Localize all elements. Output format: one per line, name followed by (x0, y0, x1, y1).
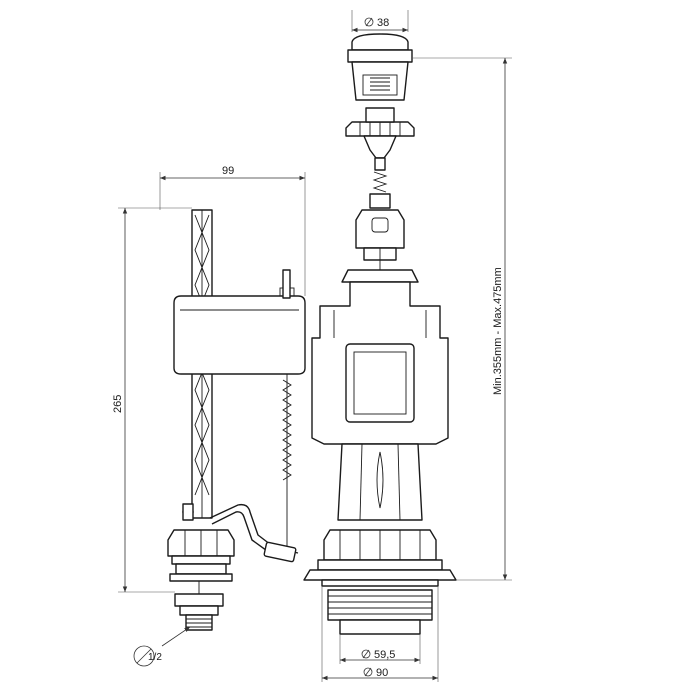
flush-valve (303, 33, 457, 635)
flange (303, 569, 457, 581)
dim-flush-valve-height: Min.355mm - Max.475mm (412, 57, 512, 581)
lever-arm (209, 503, 299, 554)
dim-button-diameter-label: 38 (377, 17, 389, 29)
dim-button-diameter: 38 (351, 10, 409, 33)
dim-fill-valve-width-label: 99 (222, 165, 234, 177)
upper-tube (355, 209, 405, 249)
dim-outlet-diameter-label: 59,5 (374, 649, 395, 661)
body-window (345, 343, 415, 423)
dim-flush-valve-height-label: Min.355mm - Max.475mm (492, 267, 504, 395)
float-box (173, 295, 306, 375)
adjustment-spring (282, 379, 292, 481)
fill-valve (167, 209, 306, 631)
dim-fill-valve-height-label: 265 (112, 395, 124, 413)
push-button (351, 33, 409, 51)
outlet-thread (327, 589, 433, 621)
dim-outlet-diameter: 59,5 (339, 634, 421, 664)
shank-thread (185, 614, 213, 631)
dim-fill-valve-height: 265 (112, 207, 192, 593)
lower-barrel (337, 443, 423, 521)
dim-flange-diameter: 90 (321, 586, 439, 682)
dim-inlet-thread: 1/2 (133, 626, 191, 667)
dim-flange-diameter-label: 90 (376, 667, 388, 679)
dim-fill-valve-width: 99 (159, 165, 306, 296)
shank-nut (174, 593, 224, 607)
dim-inlet-thread-label: 1/2 (148, 652, 162, 663)
cable-spring (372, 171, 388, 193)
adjustment-rod (282, 269, 291, 299)
